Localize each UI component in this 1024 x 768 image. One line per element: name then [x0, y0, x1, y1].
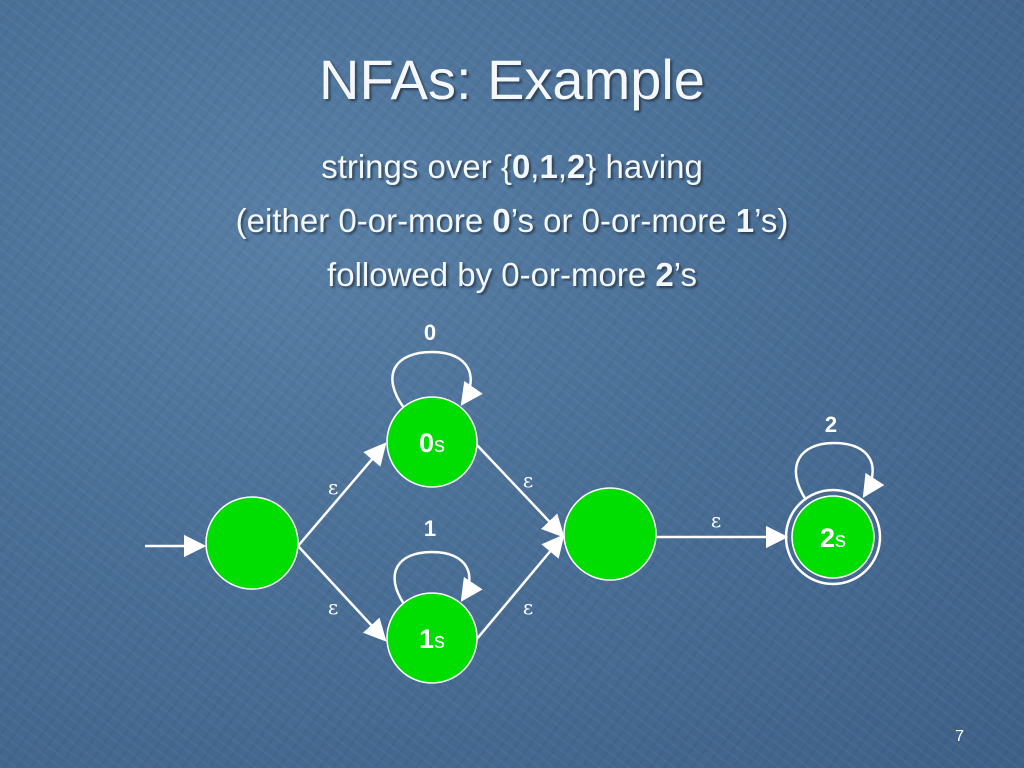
subtitle-text: (either 0-or-more [235, 202, 493, 239]
slide-subtitle: strings over {0,1,2} having (either 0-or… [0, 140, 1024, 302]
subtitle-text: followed by 0-or-more [327, 256, 656, 293]
svg-text:1s: 1s [419, 624, 445, 654]
subtitle-line-2: (either 0-or-more 0’s or 0-or-more 1’s) [0, 194, 1024, 248]
state-ones: 1s [386, 592, 478, 684]
page-number: 7 [955, 728, 964, 745]
loop-twos [794, 441, 885, 501]
loop-ones [393, 550, 483, 605]
state-zeros-label-rest: s [434, 432, 445, 457]
label-twos-loop: 2 [825, 412, 837, 437]
label-ones-to-merge: ε [523, 595, 533, 619]
subtitle-text: , [530, 148, 540, 185]
edge-start-to-zeros [297, 442, 387, 547]
label-start-to-ones: ε [328, 595, 338, 619]
edge-ones-to-merge [475, 534, 565, 641]
subtitle-text: ’s) [754, 202, 789, 239]
subtitle-bold-symbol: 2 [567, 148, 586, 185]
slide-title: NFAs: Example [319, 48, 705, 111]
state-twos-label-rest: s [835, 527, 846, 552]
subtitle-text: , [557, 148, 567, 185]
state-ones-label-bold: 1 [419, 624, 434, 654]
edge-start-to-ones [297, 545, 387, 642]
subtitle-bold-symbol: 2 [655, 256, 674, 293]
label-zeros-to-merge: ε [523, 468, 533, 492]
edge-zeros-to-merge [475, 443, 565, 538]
loop-zeros [391, 350, 483, 409]
label-zeros-loop: 0 [424, 320, 436, 345]
svg-text:0s: 0s [419, 428, 445, 458]
subtitle-text: ’s or 0-or-more [510, 202, 736, 239]
subtitle-text: ’s [673, 256, 697, 293]
state-twos-accepting: 2s [784, 488, 882, 586]
subtitle-line-1: strings over {0,1,2} having [0, 140, 1024, 194]
state-zeros-label-bold: 0 [419, 428, 434, 458]
state-twos-label-bold: 2 [820, 523, 835, 553]
label-ones-loop: 1 [424, 516, 436, 541]
state-start [205, 496, 299, 590]
subtitle-bold-symbol: 1 [735, 202, 755, 239]
svg-text:2s: 2s [820, 523, 846, 553]
state-ones-label-rest: s [434, 628, 445, 653]
subtitle-bold-symbol: 1 [539, 148, 558, 185]
label-merge-to-twos: ε [711, 508, 721, 532]
label-start-to-zeros: ε [328, 475, 338, 499]
subtitle-text: } having [585, 148, 703, 185]
state-merge [563, 487, 657, 581]
subtitle-bold-symbol: 0 [492, 202, 511, 239]
subtitle-line-3: followed by 0-or-more 2’s [0, 248, 1024, 302]
subtitle-text: strings over { [321, 148, 512, 185]
subtitle-bold-symbol: 0 [511, 148, 531, 185]
state-zeros: 0s [386, 396, 478, 488]
